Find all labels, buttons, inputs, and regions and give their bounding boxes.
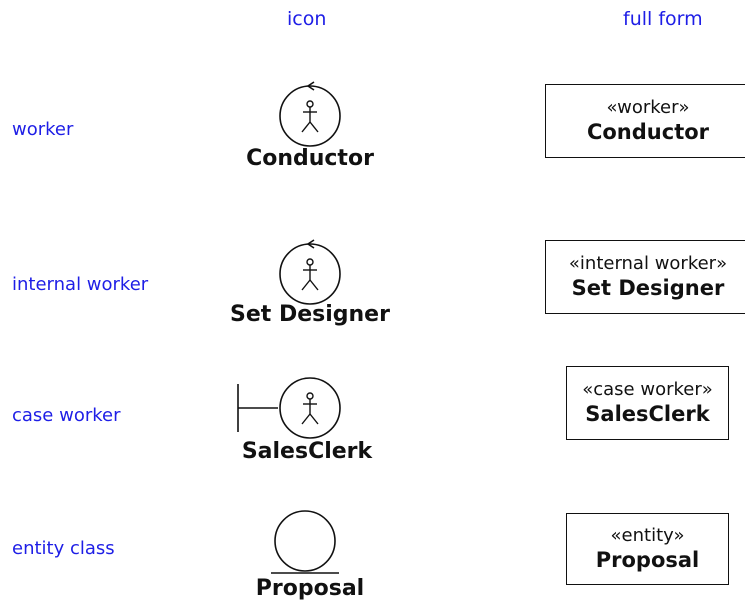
internal-worker-icon bbox=[279, 239, 341, 305]
row-label-case-worker: case worker bbox=[12, 405, 121, 426]
case-worker-icon bbox=[237, 377, 341, 439]
row-label-worker: worker bbox=[12, 119, 74, 140]
row-label-internal-worker: internal worker bbox=[12, 274, 149, 295]
class-name: SalesClerk bbox=[585, 402, 710, 426]
fullform-box-proposal: «entity» Proposal bbox=[566, 513, 729, 585]
column-header-icon: icon bbox=[287, 8, 327, 30]
stereotype-label: «internal worker» bbox=[568, 253, 728, 274]
icon-name-proposal: Proposal bbox=[255, 576, 365, 601]
stereotype-label: «worker» bbox=[606, 97, 690, 118]
fullform-box-conductor: «worker» Conductor bbox=[545, 84, 745, 158]
row-label-entity-class: entity class bbox=[12, 538, 115, 559]
class-name: Set Designer bbox=[571, 276, 725, 300]
fullform-box-set-designer: «internal worker» Set Designer bbox=[545, 240, 745, 314]
stereotype-label: «entity» bbox=[610, 525, 685, 546]
worker-icon bbox=[279, 81, 341, 147]
fullform-box-salesclerk: «case worker» SalesClerk bbox=[566, 366, 729, 440]
class-name: Proposal bbox=[595, 548, 700, 572]
icon-name-salesclerk: SalesClerk bbox=[241, 439, 373, 464]
class-name: Conductor bbox=[586, 120, 710, 144]
column-header-full-form: full form bbox=[623, 8, 703, 30]
icon-name-conductor: Conductor bbox=[246, 146, 374, 171]
icon-name-set-designer: Set Designer bbox=[230, 302, 390, 327]
stereotype-label: «case worker» bbox=[582, 379, 713, 400]
entity-class-icon bbox=[271, 510, 339, 574]
